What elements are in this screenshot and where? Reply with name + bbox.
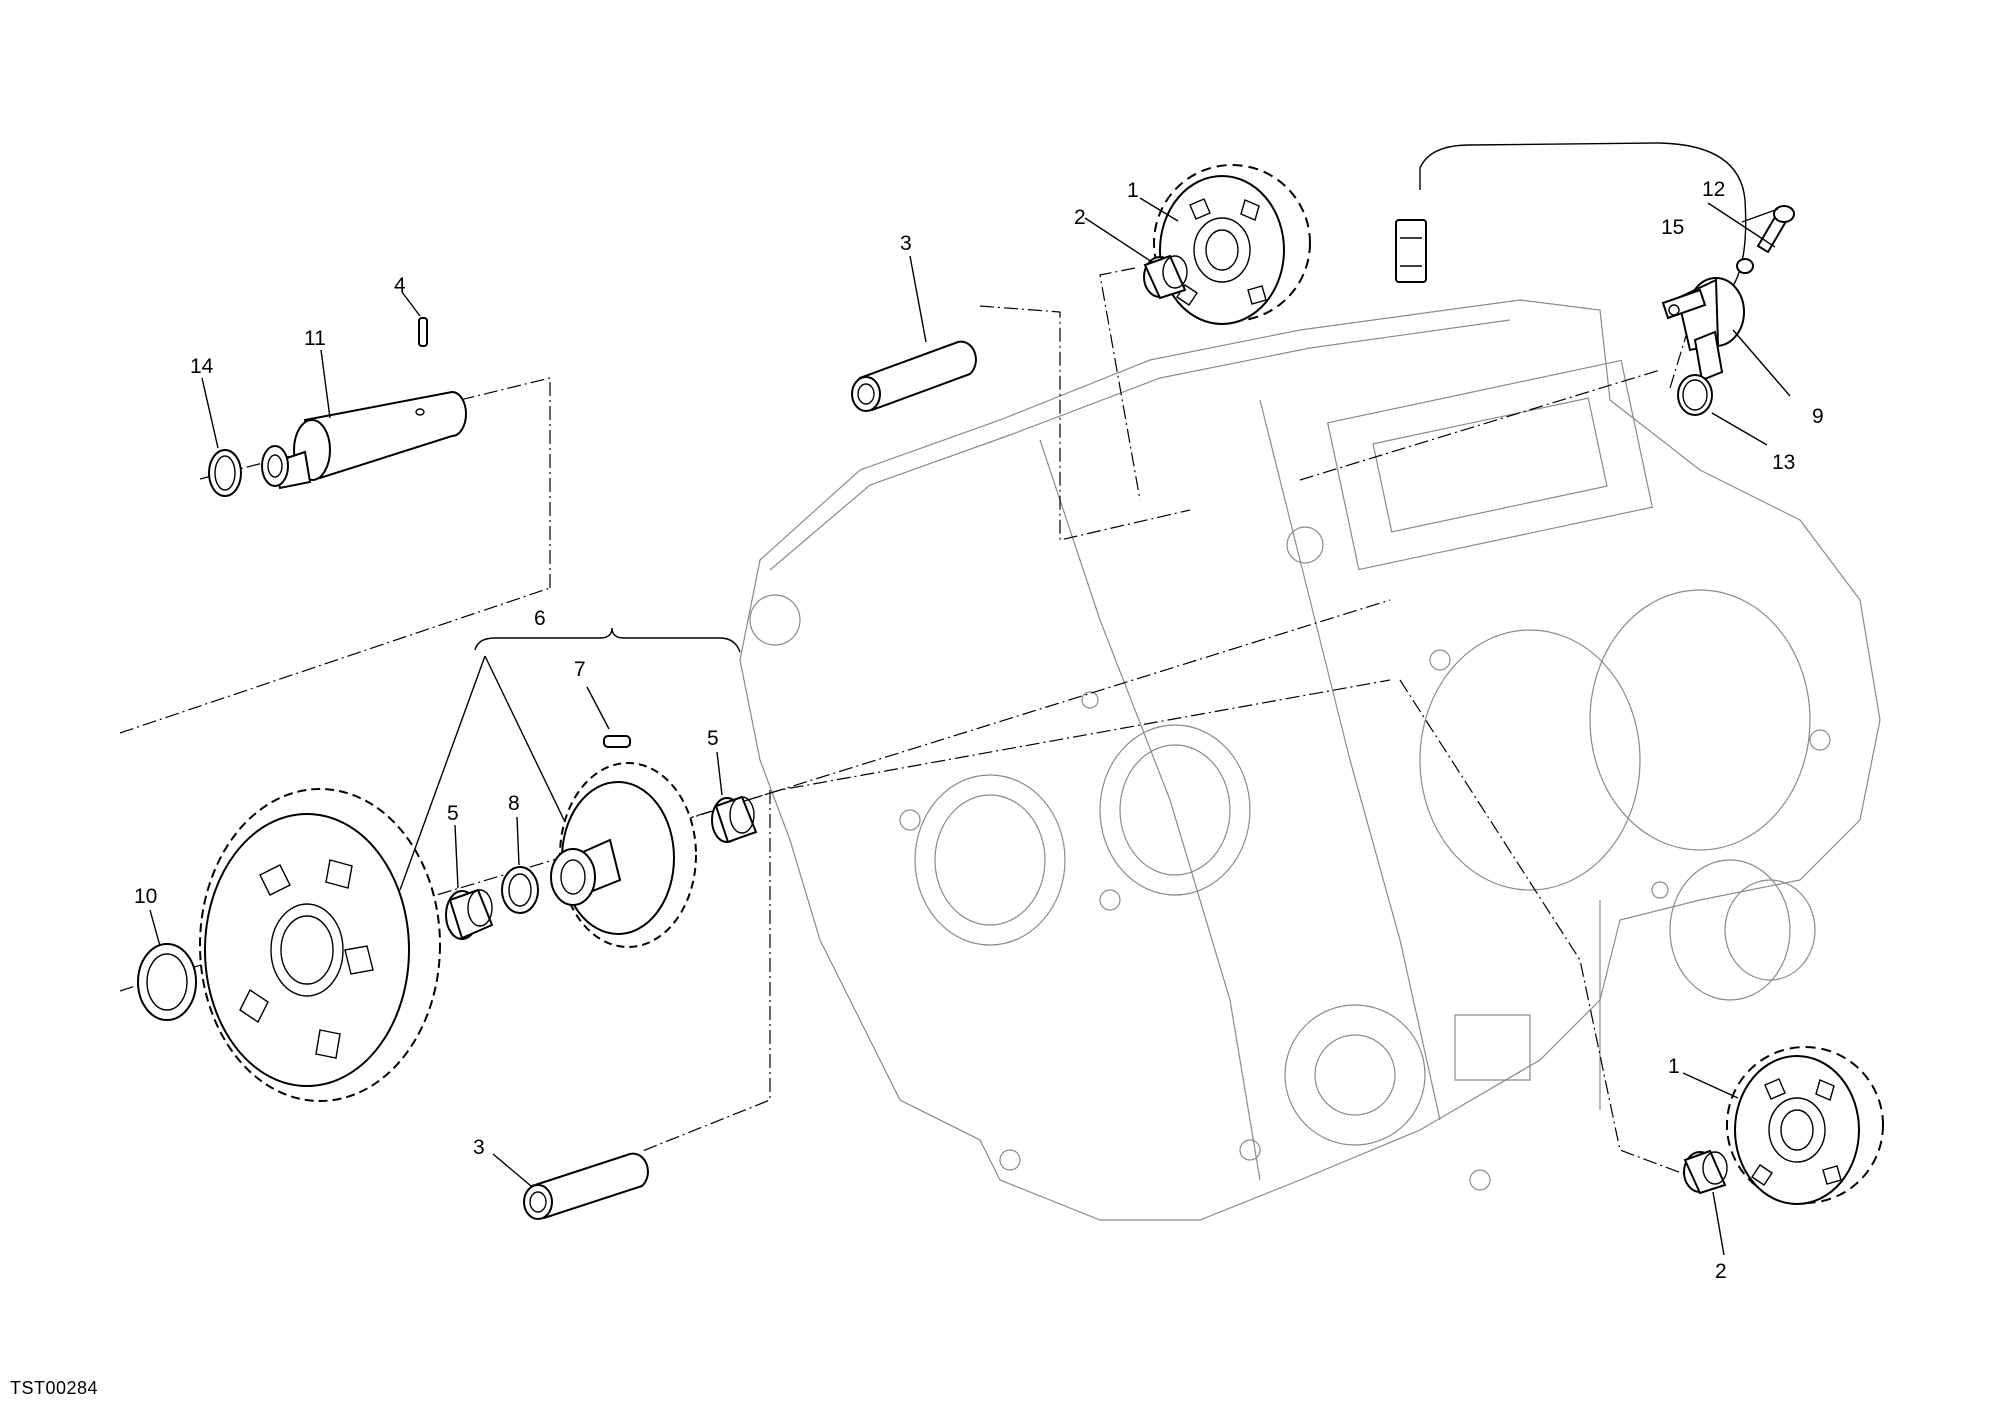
needle-bearing-icon: [1683, 1149, 1728, 1195]
callout-11: 11: [304, 327, 326, 350]
callout-1: 1: [1668, 1055, 1680, 1078]
needle-bearing-icon: [1143, 254, 1188, 300]
pin-part-4: [418, 317, 428, 347]
callout-13: 13: [1772, 451, 1795, 474]
callout-6: 6: [534, 607, 546, 630]
callout-10: 10: [134, 885, 157, 908]
callout-8: 8: [508, 792, 520, 815]
needle-bearing-icon: [711, 795, 758, 844]
callout-14: 14: [190, 355, 214, 378]
callout-1: 1: [1127, 179, 1139, 202]
callout-2: 2: [1074, 206, 1086, 229]
gear-icon: [1726, 1046, 1884, 1205]
leader-lines: [149, 197, 1791, 1256]
crankcase-icon: [739, 299, 1881, 1221]
callout-7: 7: [574, 658, 586, 681]
callout-12: 12: [1702, 178, 1725, 201]
callout-labels: 1 2 3 4 11 14 12 15 9 13 6 7 5 5 8 10 3 …: [134, 178, 1824, 1283]
needle-bearing-icon: [445, 888, 494, 940]
callout-2: 2: [1715, 1260, 1727, 1283]
sleeve-part-3-lower: [523, 1152, 649, 1220]
pickup-sensor-icon: [1395, 142, 1795, 416]
callout-9: 9: [1812, 405, 1824, 428]
callout-5: 5: [707, 727, 719, 750]
sleeve-part-3-upper: [851, 340, 977, 412]
callout-3: 3: [473, 1136, 485, 1159]
shaft-part-11: [261, 390, 467, 490]
gear-icon: [199, 788, 441, 1102]
key-part-7: [603, 735, 631, 748]
callout-15: 15: [1661, 216, 1684, 239]
circlip-part-14: [208, 449, 242, 497]
callout-4: 4: [394, 274, 406, 297]
drawing-code: TST00284: [10, 1378, 99, 1398]
callout-3: 3: [900, 232, 912, 255]
gear-icon: [1153, 164, 1311, 325]
callout-5: 5: [447, 802, 459, 825]
spacer-part-8: [501, 866, 539, 914]
gear-icon: [550, 762, 697, 948]
washer-part-10: [137, 943, 197, 1021]
